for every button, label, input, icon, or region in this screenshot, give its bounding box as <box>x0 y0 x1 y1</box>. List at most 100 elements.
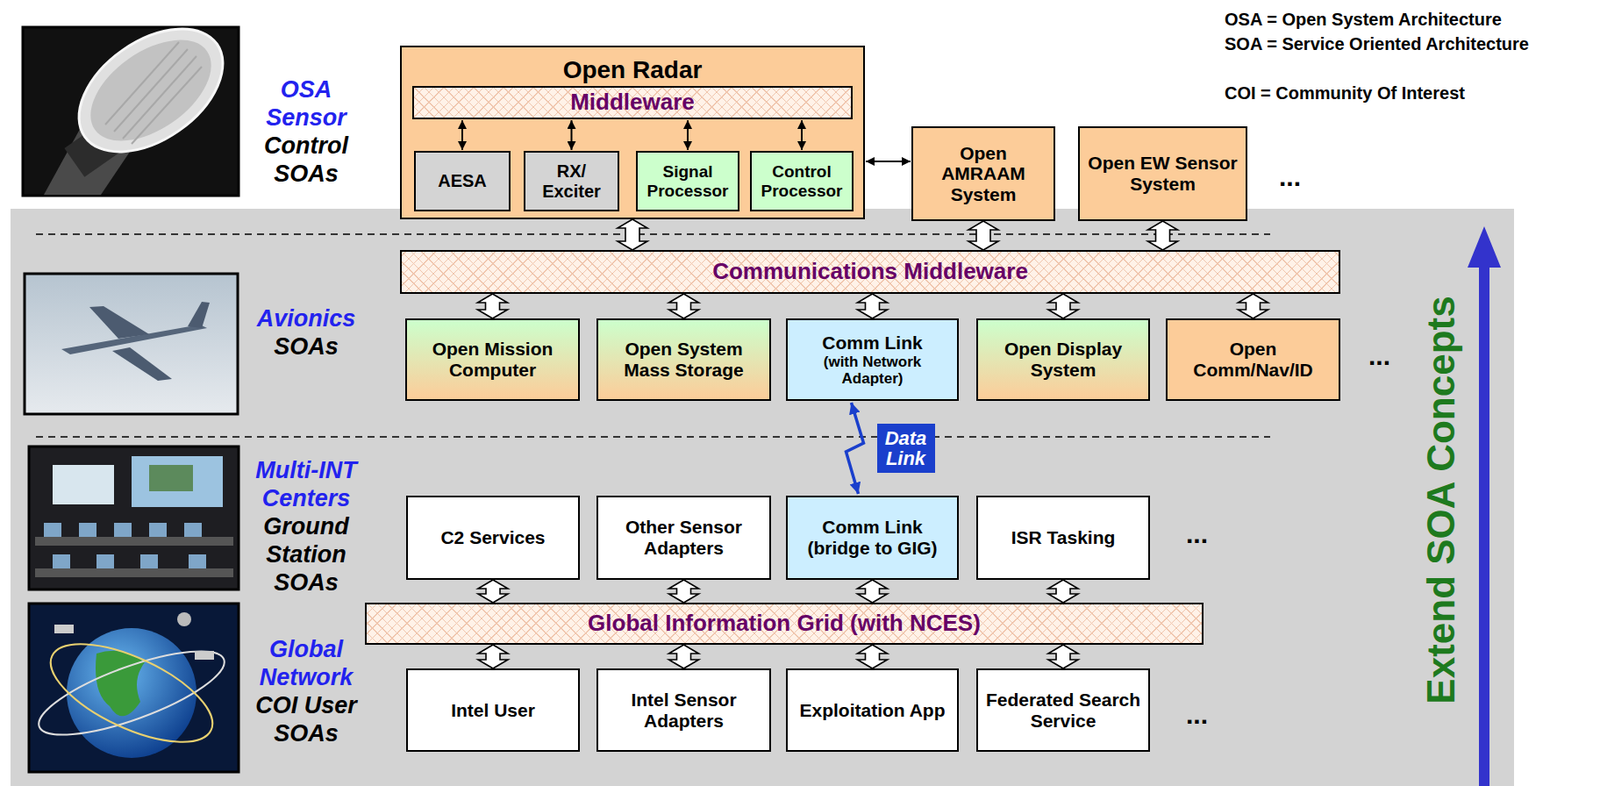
axis-title: Extend SOA Concepts <box>1419 254 1464 746</box>
service-box: ISR Tasking <box>976 495 1150 580</box>
user-box: Intel User <box>406 668 580 752</box>
interface-arrow <box>1238 293 1269 319</box>
box-text: AESA <box>437 171 487 191</box>
avionics-box: Open Comm/Nav/ID <box>1165 318 1341 401</box>
avionics-box: Open Display System <box>976 318 1150 401</box>
component-box: RX/ Exciter <box>523 150 620 212</box>
aircraft-photo <box>24 273 238 415</box>
system-box: Open AMRAAM System <box>911 126 1056 222</box>
system-box: Open RadarMiddlewareAESA RX/ Exciter Signa… <box>400 45 865 220</box>
aircraft-wing <box>112 347 172 381</box>
box-text: Communications Middleware <box>712 258 1029 285</box>
middleware-band: Middleware <box>412 85 853 120</box>
ellipsis: ... <box>1278 164 1301 191</box>
tier-label: SOAs <box>249 332 364 361</box>
tier-label: Control SOAs <box>249 131 364 188</box>
service-box: Other Sensor Adapters <box>596 495 772 580</box>
wall-screen <box>131 456 223 508</box>
dashed-divider <box>35 435 1271 438</box>
interface-arrow <box>478 579 508 603</box>
abbreviation-note: COI = Community Of Interest <box>1224 80 1563 106</box>
interface-arrow <box>857 579 888 603</box>
grid-band: Global Information Grid (with NCES) <box>364 602 1204 645</box>
box-text: Global Information Grid (with NCES) <box>587 610 981 636</box>
user-box: Intel Sensor Adapters <box>596 668 772 752</box>
interface-arrow <box>1148 221 1179 250</box>
comm-link-box: Comm Link(with Network Adapter) <box>785 318 959 401</box>
comm-link-box: Comm Link (bridge to GIG) <box>785 495 959 580</box>
photo-frame <box>28 446 239 590</box>
box-text: Comm Link (bridge to GIG) <box>792 516 952 558</box>
component-box: Control Processor <box>750 150 854 212</box>
photo-frame <box>24 273 238 415</box>
tier-label: OSA Sensor <box>249 75 364 132</box>
tier-label: Avionics <box>249 304 364 333</box>
avionics-box: Open Mission Computer <box>405 318 580 401</box>
radar-photo <box>22 3 245 196</box>
radar-array <box>72 19 229 162</box>
interface-arrow <box>1048 579 1079 603</box>
link-arrow <box>865 160 911 163</box>
box-text: RX/ Exciter <box>528 161 615 201</box>
interface-arrow <box>669 644 700 669</box>
satellite <box>54 624 74 634</box>
box-text: Open System Mass Storage <box>603 338 765 380</box>
box-text: Open Radar <box>401 56 864 84</box>
box-text: C2 Services <box>440 527 545 549</box>
console-monitors <box>43 522 207 569</box>
box-text: Open AMRAAM System <box>918 142 1049 206</box>
link-arrow <box>571 120 573 150</box>
tier-label: Global Network <box>249 635 364 692</box>
interface-arrow <box>968 221 999 250</box>
gray-panel <box>10 208 1515 786</box>
link-arrow <box>800 120 803 150</box>
link-arrow <box>686 120 689 150</box>
globe <box>66 628 197 758</box>
tier-label: Multi-INT Centers <box>249 456 364 513</box>
box-text: Open Display System <box>983 338 1143 380</box>
photo-frame <box>28 603 239 772</box>
global-network-picture <box>28 603 239 772</box>
interface-arrow <box>1048 644 1079 669</box>
data-link-bolt <box>846 402 865 494</box>
interface-arrow <box>669 579 700 603</box>
box-text: Control Processor <box>755 162 849 200</box>
tier-label: Ground Station SOAs <box>249 512 364 597</box>
box-text: ISR Tasking <box>1011 527 1116 549</box>
console-desk <box>35 568 234 578</box>
avionics-box: Open System Mass Storage <box>596 318 772 401</box>
continent <box>95 650 145 717</box>
dashed-divider <box>35 233 1271 236</box>
console-desk <box>35 536 234 546</box>
link-arrow <box>461 120 464 150</box>
satellite <box>194 650 215 660</box>
tier-label: COI User SOAs <box>249 691 364 748</box>
box-text: Signal Processor <box>641 162 735 200</box>
box-text: Middleware <box>570 89 695 115</box>
box-text: Open Mission Computer <box>412 338 573 380</box>
box-text: Federated Search Service <box>983 689 1143 731</box>
interface-arrow <box>857 293 888 319</box>
box-text: (with Network Adapter) <box>792 353 952 387</box>
box-text: Intel Sensor Adapters <box>603 689 765 731</box>
box-text: Exploitation App <box>799 700 945 722</box>
interface-arrow <box>478 293 508 319</box>
aircraft-wing <box>89 306 150 339</box>
ellipsis: ... <box>1368 342 1391 370</box>
satellite-dish <box>177 612 192 627</box>
user-box: Exploitation App <box>785 668 959 752</box>
link-label: Data Link <box>877 423 936 473</box>
ground-station-photo <box>28 446 239 590</box>
service-box: C2 Services <box>406 495 580 580</box>
interface-arrow <box>669 293 700 319</box>
component-box: Signal Processor <box>635 150 740 212</box>
interface-arrow <box>1048 293 1079 319</box>
interface-arrow <box>857 644 888 669</box>
radar-ribs <box>105 42 202 144</box>
orbit <box>36 623 226 762</box>
interface-arrow <box>617 219 648 250</box>
wall-screen <box>52 464 115 505</box>
